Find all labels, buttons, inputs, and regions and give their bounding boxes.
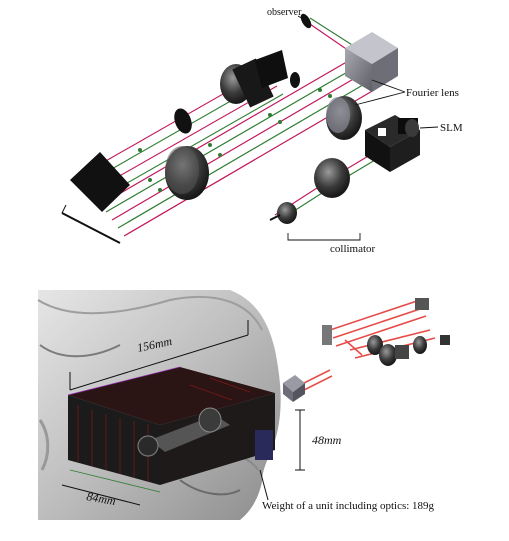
wearable-unit-illustration: 156mm 48mm 84mm Weight of a unit includi… — [37, 290, 450, 520]
small-lens — [174, 108, 192, 134]
dimension-lines — [61, 320, 305, 506]
fourier-lens-label: Fourier lens — [406, 87, 459, 99]
display-unit-box — [67, 366, 275, 493]
upper-optics-group — [220, 50, 300, 108]
depth-dimension-label: 84mm — [85, 489, 117, 508]
slm-assembly — [365, 115, 420, 172]
optical-layout-diagram: observer Fourier lens SLM collimator — [61, 7, 463, 255]
large-lens — [165, 146, 209, 200]
height-dimension-label: 48mm — [312, 433, 342, 447]
slm-label: SLM — [440, 122, 463, 134]
weight-caption: Weight of a unit including optics: 189g — [262, 500, 435, 512]
beam-bundle-main — [99, 59, 375, 237]
collimator-lens — [314, 158, 350, 198]
fourier-lens — [326, 96, 362, 140]
collimator-label: collimator — [330, 243, 376, 255]
beam-splitter-cube — [345, 32, 398, 92]
observer-eyepiece — [300, 13, 312, 29]
light-source — [269, 202, 297, 224]
observer-label: observer — [267, 7, 302, 18]
laser-optics-cluster — [283, 298, 450, 402]
label-leaders — [287, 15, 439, 241]
fold-mirror — [61, 152, 130, 244]
